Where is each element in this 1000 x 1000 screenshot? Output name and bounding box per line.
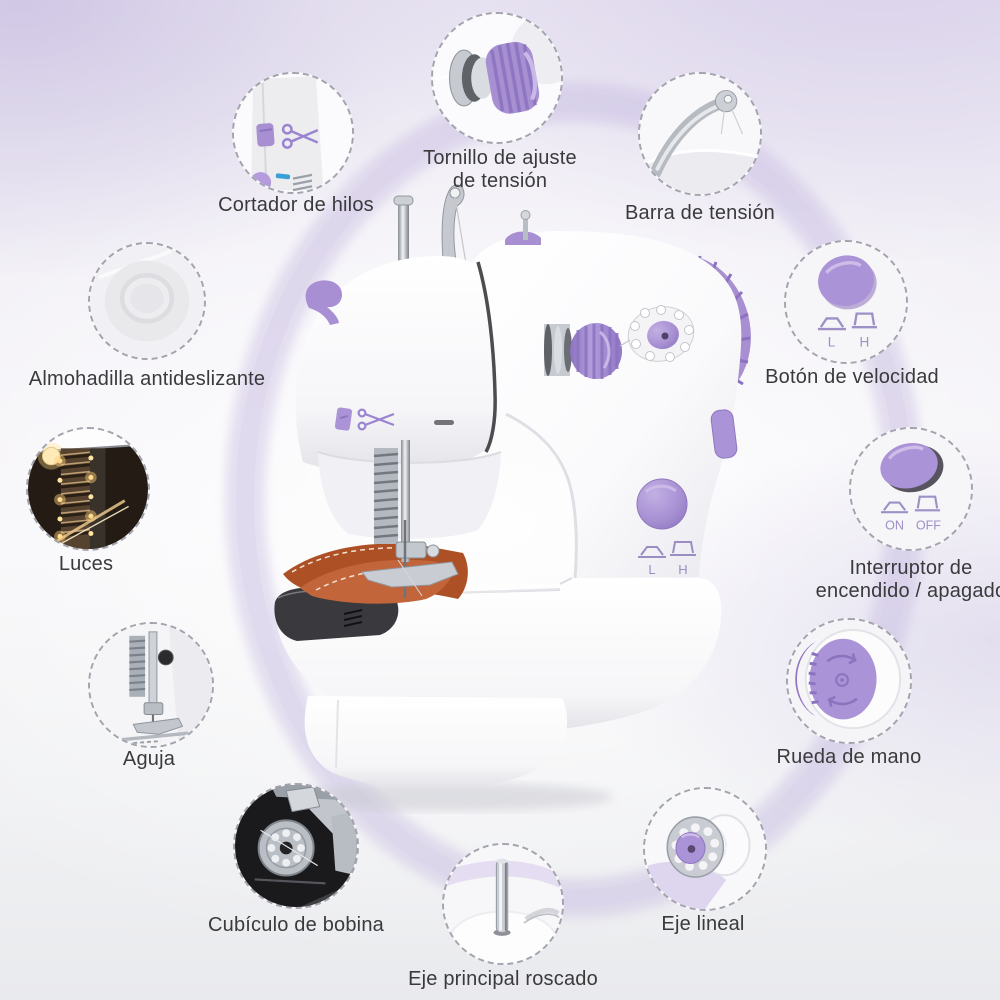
part-label-cortador: Cortador de hilos xyxy=(218,194,374,216)
scissors-icon xyxy=(357,408,395,431)
needle-assembly xyxy=(361,440,459,598)
hand-wheel-icon xyxy=(788,620,910,742)
speed-button xyxy=(636,478,688,530)
part-label-eje-principal: Eje principal roscado xyxy=(408,968,598,990)
inset-aguja xyxy=(88,622,214,748)
threaded-main-shaft-icon xyxy=(444,845,562,963)
thread-cutter-tab xyxy=(334,407,353,431)
thread-cutter-icon xyxy=(234,74,352,192)
speed-low-label: L xyxy=(648,562,655,577)
bobbin-case-icon xyxy=(235,785,357,907)
inset-almohadilla xyxy=(88,242,206,360)
inset-luces xyxy=(26,427,150,551)
part-label-aguja: Aguja xyxy=(122,748,176,770)
part-label-cubiculo: Cubículo de bobina xyxy=(208,914,384,936)
part-label-velocidad: Botón de velocidad xyxy=(765,366,939,388)
inset-eje-principal xyxy=(442,843,564,965)
thread-hook-lever xyxy=(305,280,343,325)
part-label-eje-lineal: Eje lineal xyxy=(661,913,745,935)
speed-mode-icons xyxy=(638,541,696,558)
power-switch-icon: ON OFF xyxy=(851,429,971,549)
part-label-almohadilla: Almohadilla antideslizante xyxy=(28,368,266,390)
speed-low-glyph: L xyxy=(828,335,836,350)
non-slip-pad-icon xyxy=(90,244,204,358)
part-label-luces: Luces xyxy=(58,553,114,575)
tension-screw-icon xyxy=(433,14,561,142)
lights-icon xyxy=(28,429,148,549)
linear-shaft-icon xyxy=(645,789,765,909)
inset-boton-velocidad: L H xyxy=(784,240,908,364)
machine-shadow xyxy=(283,783,613,811)
inset-interruptor: ON OFF xyxy=(849,427,973,551)
inset-eje-lineal xyxy=(643,787,767,911)
machine-pedestal xyxy=(304,696,568,789)
speed-high-glyph: H xyxy=(859,335,869,350)
power-on-glyph: ON xyxy=(885,519,904,533)
top-pin xyxy=(505,210,541,245)
presser-foot xyxy=(361,561,459,588)
head-seam xyxy=(476,261,497,453)
speed-high-label: H xyxy=(678,562,687,577)
inset-cortador-de-hilos xyxy=(232,72,354,194)
inset-tornillo-de-ajuste xyxy=(431,12,563,144)
side-switch xyxy=(710,409,738,459)
part-label-barra: Barra de tensión xyxy=(625,202,775,224)
tension-knob xyxy=(544,323,622,379)
inset-rueda-de-mano xyxy=(786,618,912,744)
machine-arm xyxy=(470,230,742,578)
brand-mark xyxy=(434,420,454,425)
tension-bar-icon xyxy=(640,74,760,194)
inset-cubiculo-bobina xyxy=(233,783,359,909)
inset-barra-de-tension xyxy=(638,72,762,196)
spool-pin xyxy=(393,195,414,264)
needle-icon xyxy=(90,624,212,746)
power-off-glyph: OFF xyxy=(916,519,941,533)
bobbin-winder xyxy=(619,305,695,362)
part-label-rueda: Rueda de mano xyxy=(776,746,922,768)
speed-button-icon: L H xyxy=(786,242,906,362)
